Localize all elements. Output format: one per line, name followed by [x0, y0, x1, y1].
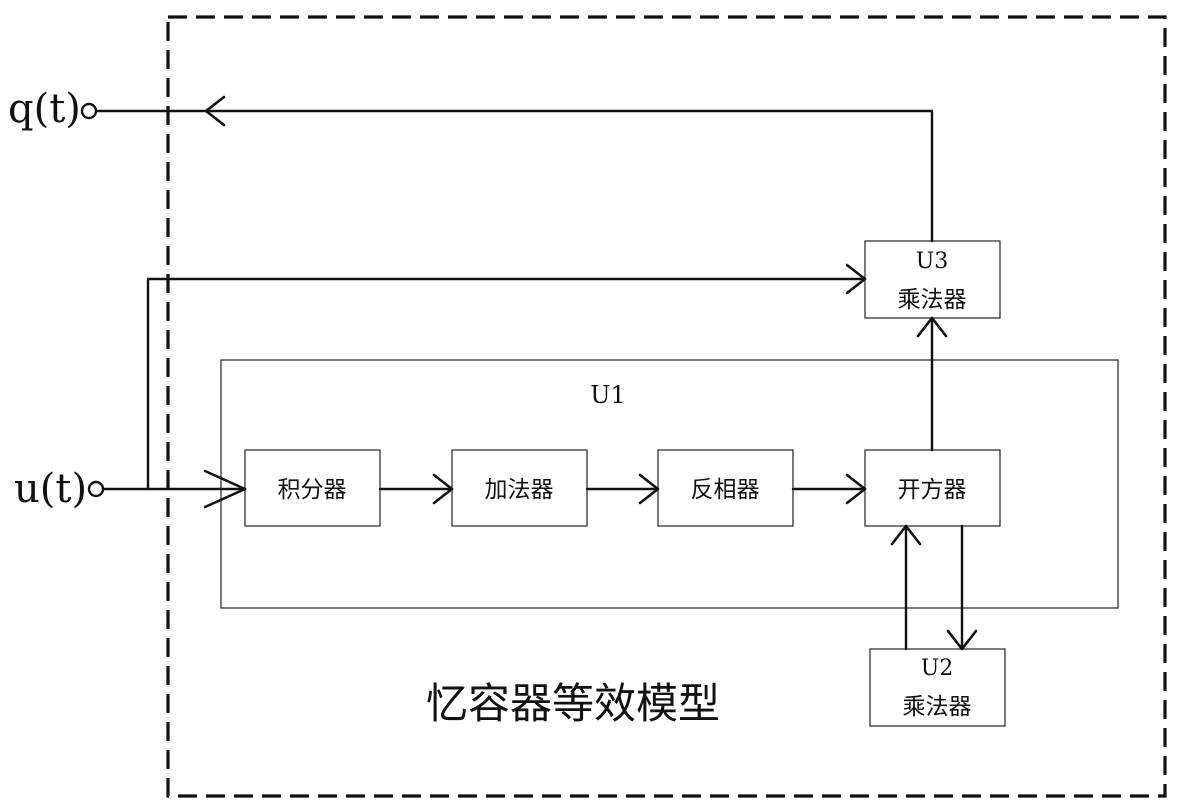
u3-id-label: U3	[916, 249, 949, 274]
u2-name-label: 乘法器	[903, 694, 972, 720]
model-title: 忆容器等效模型	[426, 679, 720, 728]
input-terminal-label: u(t)	[14, 466, 87, 512]
u2-id-label: U2	[921, 656, 954, 681]
integrator-label: 积分器	[278, 477, 347, 503]
sqrt-label: 开方器	[898, 477, 967, 503]
integrator-block: 积分器	[245, 450, 380, 526]
u2-multiplier-block: U2 乘法器	[870, 649, 1005, 726]
input-terminal-node	[89, 482, 103, 496]
output-terminal-node	[82, 104, 96, 118]
adder-block: 加法器	[452, 450, 587, 526]
adder-label: 加法器	[485, 477, 554, 503]
inverter-block: 反相器	[658, 450, 793, 526]
sqrt-block: 开方器	[865, 450, 1000, 526]
u1-group-label: U1	[590, 381, 626, 409]
inverter-label: 反相器	[691, 477, 760, 503]
wire-u3-to-output	[96, 111, 932, 241]
u3-multiplier-block: U3 乘法器	[865, 241, 1000, 318]
output-terminal-label: q(t)	[8, 86, 81, 132]
u3-name-label: 乘法器	[898, 287, 967, 313]
